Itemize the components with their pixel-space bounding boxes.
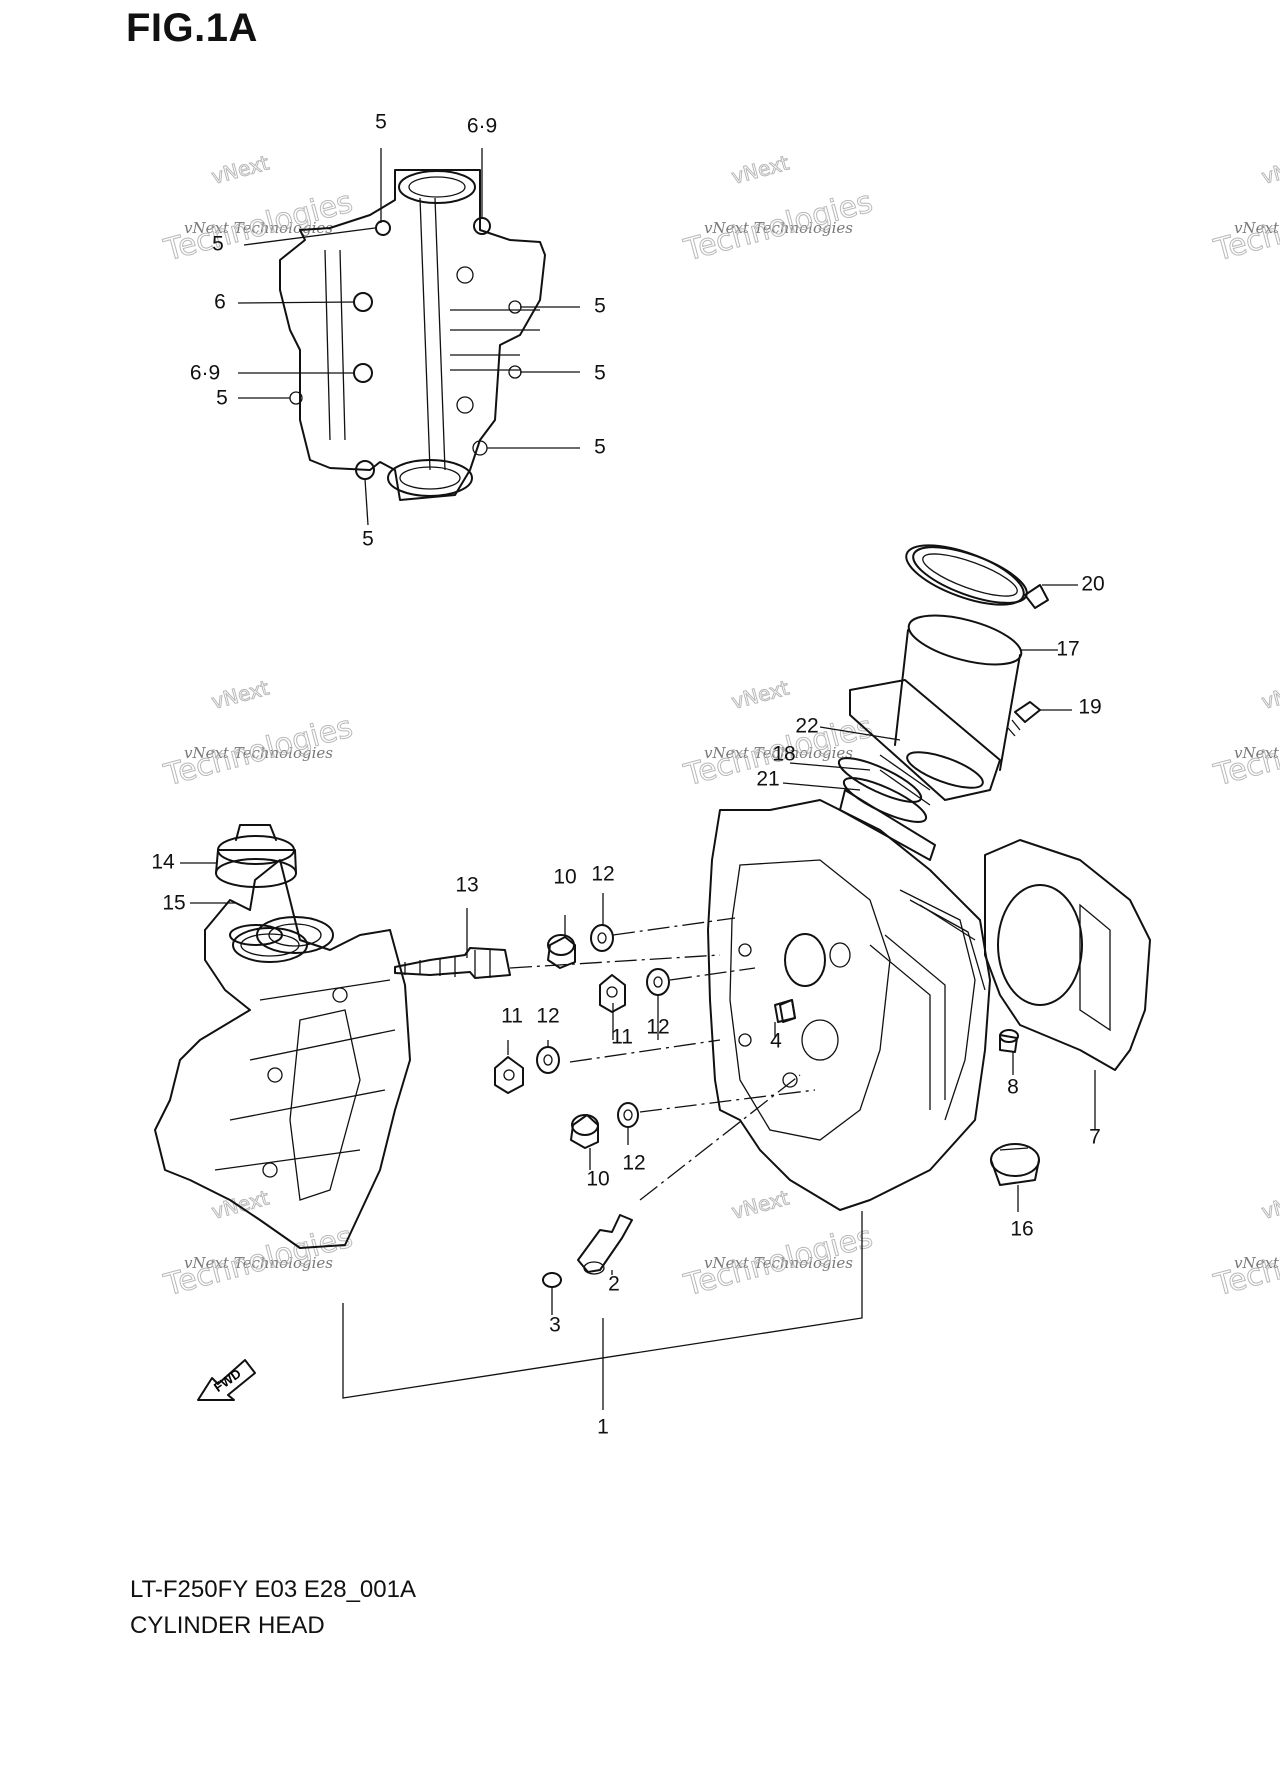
watermark-bottom-center: vNext vNext Technologies Technologies: [680, 1185, 877, 1304]
callout-11-mid: 11: [611, 1026, 633, 1049]
callout-13: 13: [455, 874, 478, 897]
callout-6-9-top: 6·9: [467, 115, 497, 138]
callout-5-left-lower: 5: [216, 387, 228, 410]
callout-5-upper-left: 5: [212, 233, 224, 256]
insulator-gasket-drawing: [837, 757, 936, 861]
callout-8: 8: [1007, 1076, 1019, 1099]
cap-nut-upper-drawing: [547, 934, 576, 969]
callout-5-right-mid: 5: [594, 362, 606, 385]
oil-filler-cap-drawing: [215, 824, 308, 963]
callout-12-mid: 12: [646, 1016, 669, 1039]
callout-19: 19: [1078, 696, 1101, 719]
callout-labels: 5 6·9 5 6 5 6·9 5 5 5 5 20 17 19 22 18 2…: [151, 111, 1104, 1439]
watermark-brand: vNext: [209, 151, 272, 189]
washer-mid-drawing: [646, 968, 670, 996]
callout-6-9-left: 6·9: [190, 362, 220, 385]
callout-5-top: 5: [375, 111, 387, 134]
watermark-top-left: vNext vNext Technologies Technologies: [160, 150, 357, 269]
callout-5-right-lower: 5: [594, 436, 606, 459]
spark-plug-drawing: [394, 947, 511, 979]
flange-nut-lower-drawing: [494, 1056, 524, 1094]
watermark-top-right: vNext vNext Technologies Technologies: [1210, 150, 1280, 269]
o-ring-drawing: [542, 1272, 562, 1288]
washer-lower-drawing: [536, 1046, 560, 1074]
watermark-brand: vNext: [1259, 1186, 1280, 1224]
watermark-text: vNext Technologies: [704, 219, 853, 237]
watermark-text: vNext Technologies: [704, 1254, 853, 1272]
watermark-brand-large: Technologies: [1210, 1220, 1280, 1304]
callout-10-upper: 10: [553, 866, 576, 889]
cylinder-head-cover-drawing: [154, 859, 411, 1249]
callout-1: 1: [597, 1416, 609, 1439]
watermark-brand: vNext: [1259, 151, 1280, 189]
dowel-pin-drawing: [999, 1029, 1019, 1053]
callout-2: 2: [608, 1273, 620, 1296]
callout-6-left: 6: [214, 291, 226, 314]
watermark-text: vNext Technologies: [1234, 219, 1280, 237]
figure-title: FIG.1A: [126, 6, 258, 50]
callout-15: 15: [162, 892, 185, 915]
forward-direction-arrow: FWD: [197, 1359, 256, 1401]
model-code-label: LT-F250FY E03 E28_001A: [130, 1576, 416, 1603]
washer-lower-right-drawing: [617, 1102, 639, 1128]
callout-12-lower: 12: [622, 1152, 645, 1175]
callout-20: 20: [1081, 573, 1104, 596]
stud-bolt-drawing: [774, 999, 796, 1023]
callout-12-left: 12: [536, 1005, 559, 1028]
callout-5-right-upper: 5: [594, 295, 606, 318]
watermark-brand: vNext: [729, 151, 792, 189]
watermark-text: vNext Technologies: [184, 744, 333, 762]
callout-10-lower: 10: [586, 1168, 609, 1191]
watermark-brand: vNext: [209, 676, 272, 714]
intake-screw-drawing: [1007, 701, 1041, 737]
callout-16: 16: [1010, 1218, 1033, 1241]
cap-nut-lower-drawing: [570, 1114, 599, 1149]
watermark-brand-large: Technologies: [1210, 185, 1280, 269]
watermark-top-center: vNext vNext Technologies Technologies: [680, 150, 877, 269]
intake-clamp-drawing: [905, 544, 1025, 606]
flange-nut-upper-drawing: [599, 974, 626, 1013]
callout-17: 17: [1056, 638, 1079, 661]
callout-18: 18: [772, 743, 795, 766]
watermark-brand-large: Technologies: [1210, 710, 1280, 794]
intake-pipe-drawing: [849, 546, 1049, 806]
oil-jet-drawing: [577, 1214, 633, 1275]
callout-21: 21: [756, 768, 779, 791]
callout-22: 22: [795, 715, 818, 738]
callout-11-left: 11: [501, 1005, 523, 1028]
callout-7: 7: [1089, 1126, 1101, 1149]
bolt-pattern-detail-drawing: [279, 169, 546, 501]
cylinder-head-gasket-drawing: [984, 839, 1151, 1071]
watermark-text: vNext Technologies: [1234, 1254, 1280, 1272]
callout-3: 3: [549, 1314, 561, 1337]
watermark-brand: vNext: [1259, 676, 1280, 714]
callout-5-bottom: 5: [362, 528, 374, 551]
watermark-bottom-right: vNext vNext Technologies Technologies: [1210, 1185, 1280, 1304]
watermark-brand: vNext: [209, 1186, 272, 1224]
watermark-bottom-left: vNext vNext Technologies Technologies: [160, 1185, 357, 1304]
inspection-plug-drawing: [990, 1143, 1040, 1186]
watermark-text: vNext Technologies: [1234, 744, 1280, 762]
callout-14: 14: [151, 851, 175, 874]
cylinder-head-drawing: [707, 799, 991, 1211]
watermark-text: vNext Technologies: [704, 744, 853, 762]
forward-label: FWD: [211, 1366, 244, 1395]
callout-4: 4: [770, 1030, 782, 1053]
section-title-label: CYLINDER HEAD: [130, 1612, 325, 1639]
watermark-mid-left: vNext vNext Technologies Technologies: [160, 675, 357, 794]
callout-12-upper: 12: [591, 863, 614, 886]
watermark-mid-right: vNext vNext Technologies Technologies: [1210, 675, 1280, 794]
watermark-brand: vNext: [729, 676, 792, 714]
watermark-text: vNext Technologies: [184, 219, 333, 237]
washer-upper-drawing: [590, 924, 614, 952]
watermark-brand: vNext: [729, 1186, 792, 1224]
watermark-text: vNext Technologies: [184, 1254, 333, 1272]
